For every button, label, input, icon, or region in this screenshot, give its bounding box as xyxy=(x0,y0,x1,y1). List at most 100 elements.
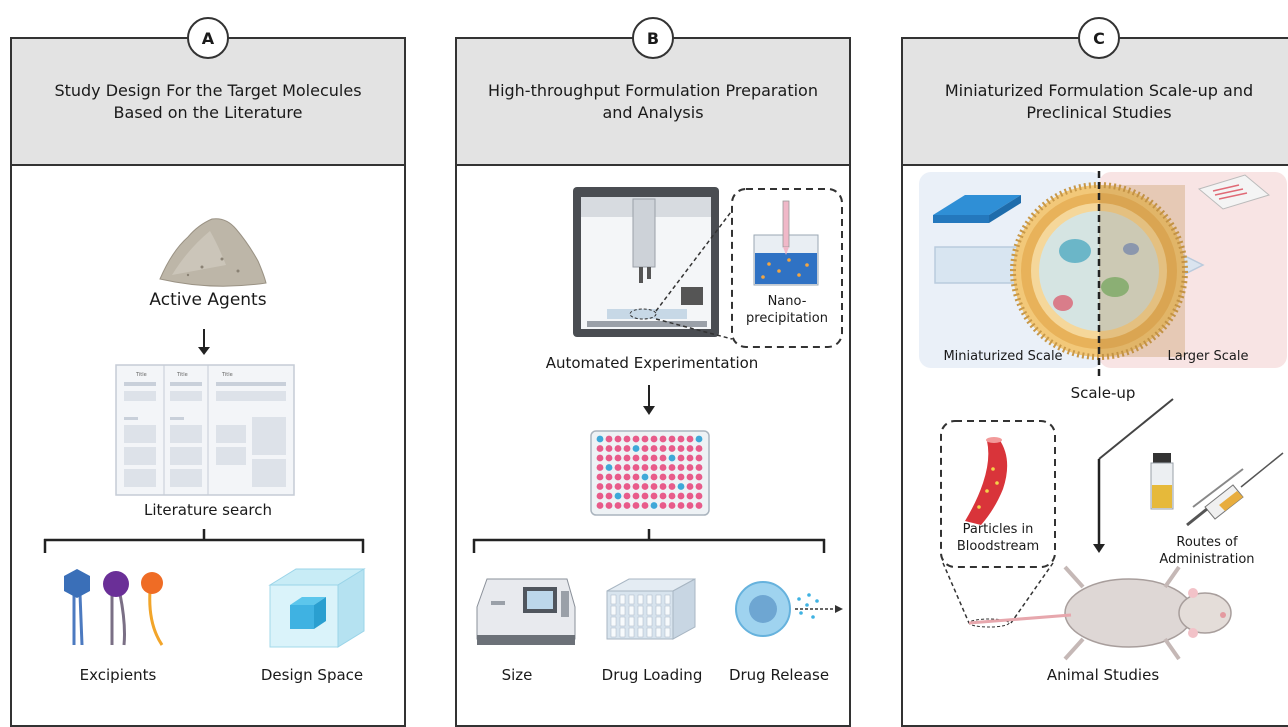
drug-release-label: Drug Release xyxy=(728,666,830,684)
well xyxy=(596,502,604,509)
syringe-icon xyxy=(1186,452,1284,527)
tube xyxy=(610,616,617,627)
well xyxy=(623,464,631,471)
tube xyxy=(619,605,626,616)
tube xyxy=(637,616,644,627)
panel-a-header: Study Design For the Target Molecules Ba… xyxy=(12,39,404,166)
tube xyxy=(628,605,635,616)
well xyxy=(686,454,694,462)
well xyxy=(668,445,676,452)
panel-b-header: High-throughput Formulation Preparation … xyxy=(457,39,849,166)
well xyxy=(686,502,694,509)
design-space-label: Design Space xyxy=(260,666,364,684)
well xyxy=(614,473,622,481)
well xyxy=(596,492,604,500)
well xyxy=(650,435,658,443)
well xyxy=(605,454,613,462)
well xyxy=(650,473,658,481)
well xyxy=(677,445,685,452)
well xyxy=(677,492,685,500)
automated-experimentation-label: Automated Experimentation xyxy=(545,354,759,372)
panel-c-badge: C xyxy=(1078,17,1120,59)
panel-b-art xyxy=(472,187,843,645)
well xyxy=(695,502,703,509)
vial-icon xyxy=(1150,453,1174,510)
well xyxy=(668,435,676,443)
tube xyxy=(646,616,653,627)
arrow-down-icon xyxy=(198,329,210,355)
mini-scale-label: Miniaturized Scale xyxy=(943,349,1063,364)
well xyxy=(677,502,685,509)
well xyxy=(623,502,631,509)
tube xyxy=(646,594,653,605)
panel-a-badge: A xyxy=(187,17,229,59)
well xyxy=(659,454,667,462)
panel-c-title: Miniaturized Formulation Scale-up and Pr… xyxy=(944,80,1254,122)
well xyxy=(686,445,694,452)
well xyxy=(677,483,685,490)
well xyxy=(659,435,667,443)
tube xyxy=(610,605,617,616)
tube xyxy=(655,605,662,616)
panel-a: A Study Design For the Target Molecules … xyxy=(10,17,406,727)
design-space-cube-icon xyxy=(268,568,366,648)
well xyxy=(605,464,613,471)
well xyxy=(677,454,685,462)
well xyxy=(695,464,703,471)
well xyxy=(605,502,613,509)
nanoprecipitation-zoom xyxy=(731,188,843,348)
animal-studies-label: Animal Studies xyxy=(1046,666,1160,684)
routes-label: Routes of Administration xyxy=(1159,535,1255,567)
tube xyxy=(664,605,671,616)
well xyxy=(668,483,676,490)
well xyxy=(695,435,703,443)
well xyxy=(605,492,613,500)
well xyxy=(614,483,622,490)
size-instrument-icon xyxy=(476,578,576,645)
well xyxy=(623,473,631,481)
panel-c-header: Miniaturized Formulation Scale-up and Pr… xyxy=(903,39,1288,166)
larger-scale-label: Larger Scale xyxy=(1167,349,1249,364)
literature-search-label: Literature search xyxy=(143,501,273,519)
well xyxy=(641,454,649,462)
well xyxy=(596,435,604,443)
well xyxy=(632,483,640,490)
well xyxy=(596,473,604,481)
tube xyxy=(628,616,635,627)
tube xyxy=(655,616,662,627)
excipients-lipid-icon xyxy=(64,569,164,646)
well xyxy=(632,435,640,443)
panel-b: B High-throughput Formulation Preparatio… xyxy=(455,17,851,727)
well xyxy=(605,473,613,481)
panel-c-art xyxy=(919,171,1287,661)
well xyxy=(686,483,694,490)
doc-col2-title: Title xyxy=(176,372,188,378)
well xyxy=(695,483,703,490)
tube xyxy=(619,594,626,605)
doc-col1-title: Title xyxy=(135,372,147,378)
well xyxy=(623,445,631,452)
well xyxy=(659,492,667,500)
panel-a-title: Study Design For the Target Molecules Ba… xyxy=(54,80,362,122)
well xyxy=(623,492,631,500)
microfluidic-chip-icon xyxy=(1197,174,1271,210)
tube xyxy=(664,616,671,627)
well xyxy=(596,454,604,462)
bloodstream-zoom xyxy=(940,420,1056,628)
well xyxy=(641,445,649,452)
nano-label-line1: Nano- xyxy=(767,294,807,309)
tube xyxy=(637,594,644,605)
well xyxy=(668,502,676,509)
well xyxy=(632,454,640,462)
well xyxy=(596,445,604,452)
well xyxy=(695,454,703,462)
well xyxy=(659,445,667,452)
well xyxy=(632,445,640,452)
well xyxy=(659,483,667,490)
panel-c: C Miniaturized Formulation Scale-up and … xyxy=(901,17,1288,727)
well xyxy=(632,464,640,471)
well xyxy=(695,492,703,500)
doc-col3-title: Title xyxy=(221,372,233,378)
tube xyxy=(664,627,671,638)
excipients-label: Excipients xyxy=(79,666,157,684)
